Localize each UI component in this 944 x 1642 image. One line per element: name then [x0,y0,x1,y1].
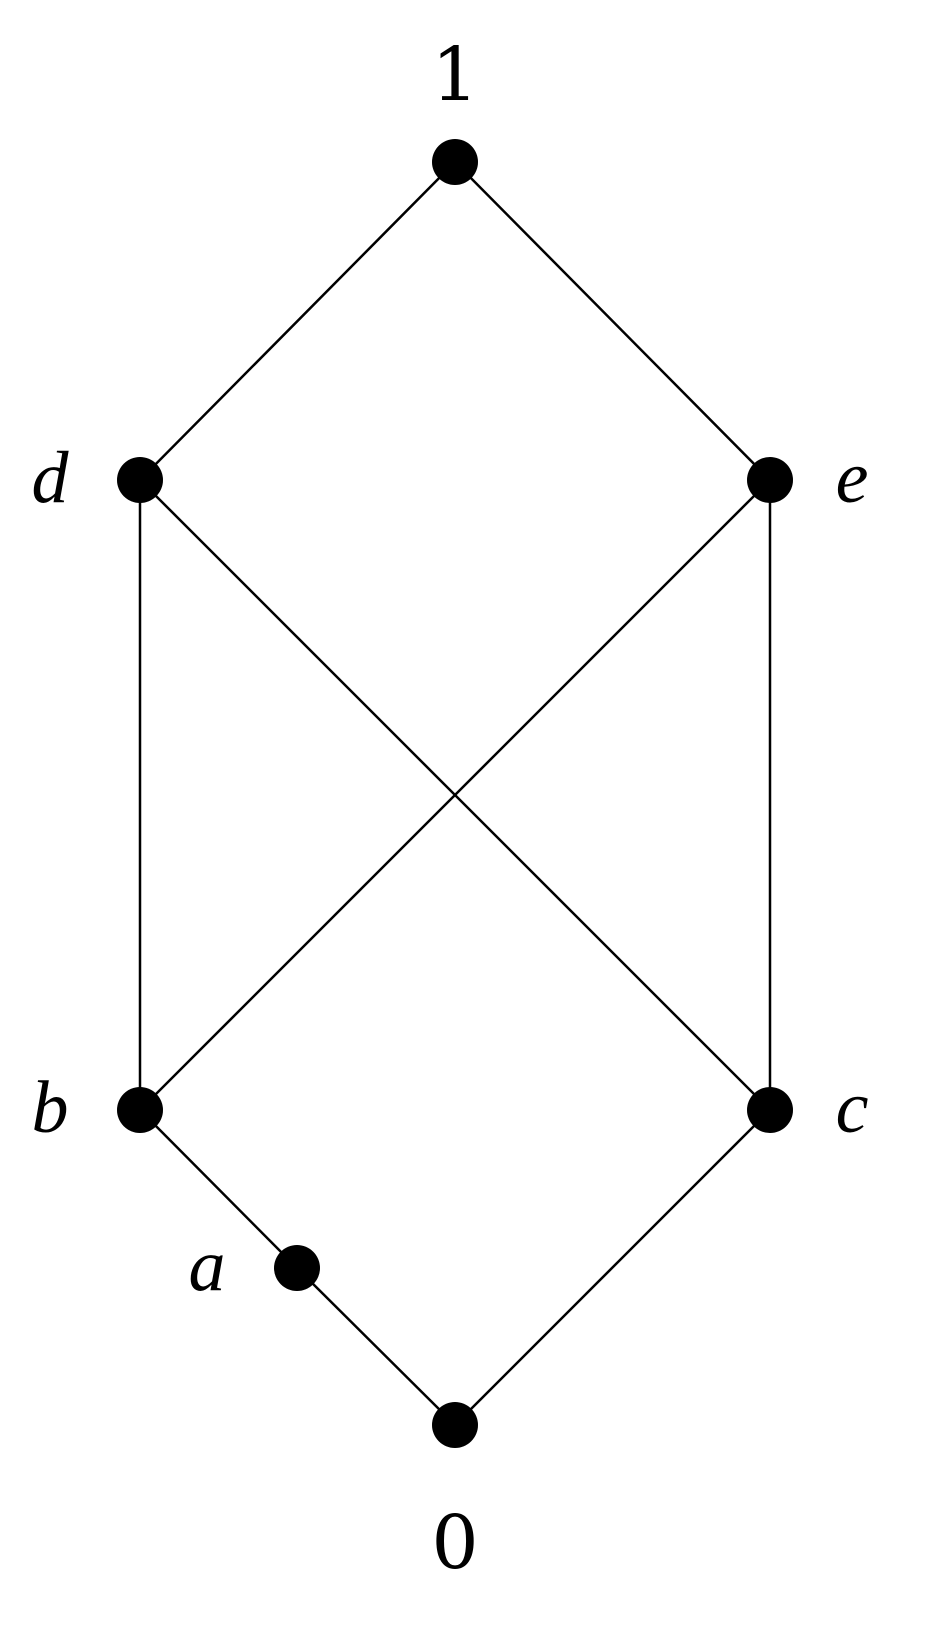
edges-group [138,161,772,1426]
node-d [117,457,163,503]
node-top [432,139,478,185]
edge-e-b [139,479,771,1111]
label-bottom: 0 [431,1500,478,1586]
label-d: d [32,437,70,519]
edge-top-e [454,161,771,481]
node-bottom [432,1402,478,1448]
label-top: 1 [431,32,478,118]
label-e: e [836,437,869,519]
node-e [747,457,793,503]
node-a [274,1245,320,1291]
nodes-group [117,139,793,1448]
labels-group: 1 d e b c a 0 [32,32,869,1586]
label-a: a [189,1225,226,1307]
node-c [747,1087,793,1133]
edge-c-bottom [454,1109,771,1426]
label-c: c [836,1067,869,1149]
node-b [117,1087,163,1133]
edge-b-a [139,1109,298,1269]
edge-top-d [139,161,456,481]
label-b: b [32,1067,69,1149]
edge-a-bottom [296,1267,456,1426]
